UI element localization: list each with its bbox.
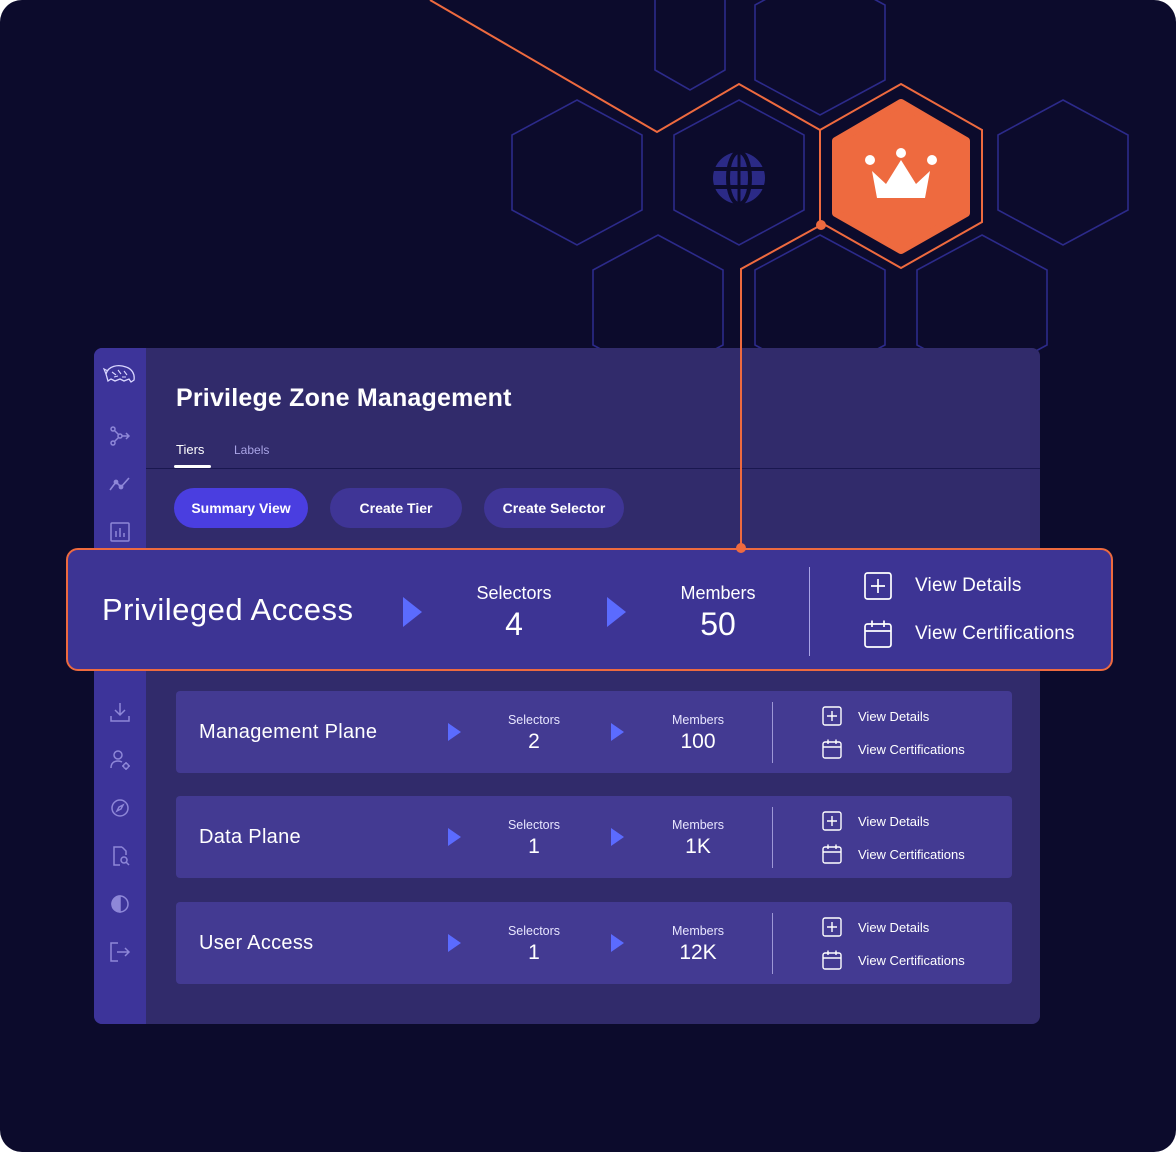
selectors-count: 4 [505,606,523,642]
members-label: Members [671,818,725,832]
tier-name: Management Plane [199,720,378,743]
view-details-link[interactable]: View Details [821,704,929,728]
members-count: 100 [680,730,716,753]
download-icon[interactable] [108,700,132,724]
selectors-label: Selectors [507,818,561,832]
featured-members-stat: Members 50 [648,582,788,644]
app-window: Privilege Zone Management Tiers Labels S… [94,348,1040,1024]
selectors-stat: Selectors 1 [479,816,589,860]
selectors-label: Selectors [507,713,561,727]
arrow-right-icon [446,933,462,953]
view-details-label: View Details [915,575,1022,596]
hex-cell [673,99,805,246]
arrow-right-icon [609,827,625,847]
members-count: 50 [700,606,736,642]
calendar-icon [822,739,842,759]
members-stat: Members 100 [643,711,753,755]
tab-tiers[interactable]: Tiers [176,442,205,457]
members-label: Members [680,583,756,603]
view-certifications-label: View Certifications [858,846,965,862]
view-details-link[interactable]: View Details [821,915,929,939]
members-label: Members [671,924,725,938]
plus-square-icon [864,572,892,600]
create-selector-button[interactable]: Create Selector [484,488,624,528]
members-count: 1K [685,835,711,858]
bar-chart-icon[interactable] [108,520,132,544]
row-divider [772,807,773,868]
contrast-icon[interactable] [108,892,132,916]
featured-tier-name: Privileged Access [102,591,354,627]
plus-square-icon [822,706,842,726]
hex-cell [997,99,1129,246]
row-divider [772,702,773,763]
view-details-label: View Details [858,813,930,829]
featured-selectors-stat: Selectors 4 [444,582,584,644]
arrow-right-icon [605,596,627,628]
tier-row[interactable]: Data Plane Selectors 1 Members 1K View D… [176,796,1012,878]
plus-square-icon [822,917,842,937]
selectors-stat: Selectors 1 [479,922,589,966]
logo-icon[interactable] [102,360,138,386]
row-divider [772,913,773,974]
hex-cell [654,0,726,91]
user-settings-icon[interactable] [108,748,132,772]
crown-icon [865,148,937,198]
logout-icon[interactable] [108,940,132,964]
view-certifications-link[interactable]: View Certifications [821,948,965,972]
view-details-link[interactable]: View Details [821,809,929,833]
page-title: Privilege Zone Management [176,384,512,412]
arrow-right-icon [609,933,625,953]
members-stat: Members 12K [643,922,753,966]
view-certifications-link[interactable]: View Certifications [821,842,965,866]
view-details-label: View Details [858,919,930,935]
selectors-count: 1 [528,941,540,964]
arrow-right-icon [446,722,462,742]
featured-tier-card[interactable]: Privileged Access Selectors 4 Members 50… [66,548,1113,671]
calendar-icon [822,950,842,970]
selectors-count: 2 [528,730,540,753]
view-details-label: View Details [858,708,930,724]
hex-cell [754,0,886,116]
hex-cell [511,99,643,246]
active-tab-indicator [174,465,211,468]
selectors-stat: Selectors 2 [479,711,589,755]
tab-divider [146,468,1040,469]
featured-view-certifications-link[interactable]: View Certifications [863,617,1075,651]
arrow-right-icon [446,827,462,847]
featured-divider [809,567,810,656]
tier-row[interactable]: User Access Selectors 1 Members 12K View… [176,902,1012,984]
hex-path-line [429,0,821,134]
selectors-label: Selectors [476,583,552,603]
graph-explore-icon[interactable] [108,424,132,448]
globe-icon [713,150,765,206]
tier-row[interactable]: Management Plane Selectors 2 Members 100… [176,691,1012,773]
tab-labels[interactable]: Labels [234,443,270,457]
calendar-icon [864,620,892,648]
arrow-right-icon [609,722,625,742]
compass-icon[interactable] [108,796,132,820]
arrow-right-icon [401,596,423,628]
view-certifications-label: View Certifications [858,741,965,757]
tier-name: Data Plane [199,825,301,848]
document-search-icon[interactable] [108,844,132,868]
view-certifications-link[interactable]: View Certifications [821,737,965,761]
plus-square-icon [822,811,842,831]
selectors-count: 1 [528,835,540,858]
members-count: 12K [679,941,717,964]
sidebar [94,348,146,1024]
members-stat: Members 1K [643,816,753,860]
view-certifications-label: View Certifications [915,623,1075,644]
view-certifications-label: View Certifications [858,952,965,968]
trend-line-icon[interactable] [108,472,132,496]
featured-view-details-link[interactable]: View Details [863,569,1022,603]
members-label: Members [671,713,725,727]
tier-name: User Access [199,931,314,954]
create-tier-button[interactable]: Create Tier [330,488,462,528]
selectors-label: Selectors [507,924,561,938]
summary-view-button[interactable]: Summary View [174,488,308,528]
calendar-icon [822,844,842,864]
